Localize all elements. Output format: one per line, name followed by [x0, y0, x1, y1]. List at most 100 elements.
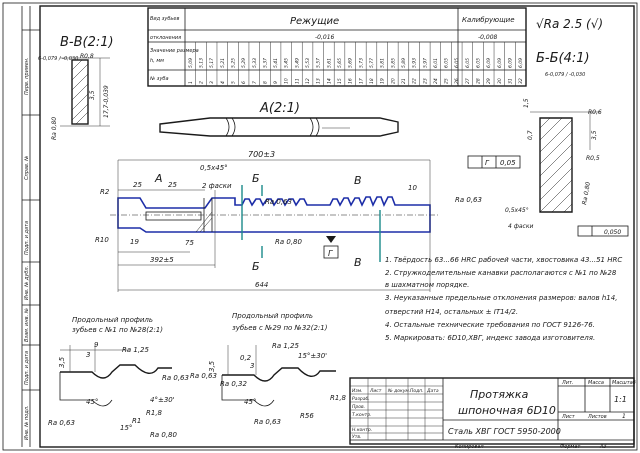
p1-15: 15° [120, 424, 132, 432]
tb-izm: Изм. [352, 388, 363, 394]
p1-4d: 4°±30' [150, 396, 175, 404]
tooth-number: 1 [188, 81, 194, 84]
view-a [159, 117, 399, 137]
table-row2-label: Значение размера [150, 48, 199, 54]
tb-prov: Пров. [352, 404, 365, 410]
p2-ra125: Ra 1,25 [272, 342, 300, 350]
p1-ra063b: Ra 0,63 [48, 419, 75, 427]
tooth-number: 17 [358, 78, 364, 84]
tooth-number: 26 [454, 78, 460, 84]
tooth-number: 13 [316, 78, 322, 84]
tb-nkontr: Н.контр. [352, 427, 372, 433]
tooth-value: 5,77 [369, 58, 375, 68]
tooth-value: 5,09 [188, 58, 194, 68]
tol-005: 0,05 [500, 159, 516, 167]
tooth-table: Вид зубьев Режущие Калибрующие отклонени… [147, 7, 527, 87]
bb-r08: R0,8 [80, 53, 94, 60]
tooth-value: 5,29 [241, 58, 247, 68]
p2-d02: 0,2 [240, 354, 252, 362]
tooth-number: 15 [337, 78, 343, 84]
label-v1: В [354, 174, 362, 187]
dim-25a: 25 [133, 181, 142, 189]
tooth-value: 5,53 [305, 58, 311, 68]
p2-ra063: Ra 0,63 [190, 372, 217, 380]
p1-ra125: Ra 1,25 [122, 346, 150, 354]
profile1 [59, 345, 172, 407]
tolerance-frame-050: 0,050 [577, 225, 629, 237]
side-label-7: Инв. № подл. [24, 406, 30, 441]
tol-g: Г [485, 159, 490, 167]
tooth-value: 6,09 [508, 58, 514, 68]
note-1: 1. Твёрдость 63...66 HRC рабочей части, … [385, 256, 622, 264]
p2-r18: R1,8 [330, 394, 347, 402]
tb-date: Дата [426, 388, 439, 394]
p1-d35: 3,5 [58, 356, 66, 368]
tooth-value: 5,33 [252, 58, 258, 68]
b-ra080: Ra 0,80 [581, 181, 592, 205]
p2-d35: 3,5 [208, 360, 216, 372]
tooth-value: 5,65 [337, 58, 343, 68]
tooth-value: 5,61 [326, 58, 332, 68]
tooth-value: 6,09 [518, 58, 524, 68]
tooth-value: 5,49 [294, 58, 300, 68]
tooth-number: 9 [273, 81, 279, 84]
tooth-number: 7 [252, 81, 258, 84]
dim-25b: 25 [168, 181, 177, 189]
tooth-number: 5 [230, 81, 236, 84]
tooth-number: 28 [476, 78, 482, 84]
title-block [349, 377, 635, 445]
tooth-number: 18 [369, 78, 375, 84]
dim-r10: R10 [95, 236, 109, 244]
tooth-number: 32 [518, 78, 524, 84]
side-label-4: Инв. № дубл. [24, 266, 30, 300]
tooth-value: 5,93 [412, 58, 418, 68]
tooth-number: 27 [465, 78, 471, 84]
tooth-number: 12 [305, 78, 311, 84]
dim-10: 10 [408, 184, 417, 192]
tooth-value: 6,05 [465, 58, 471, 68]
side-label-6: Подп. и дата [24, 351, 30, 385]
section-b-title: Б-Б(4:1) [536, 51, 590, 66]
tooth-number: 16 [348, 78, 354, 84]
b-d07: 0,7 [527, 130, 534, 140]
note-4: 4. Остальные технические требования по Г… [385, 321, 595, 329]
p1-d9: 9 [94, 341, 99, 349]
bb-d178: 17,7-0,039 [103, 85, 110, 118]
tooth-number: 25 [444, 78, 450, 84]
p1-45: 45° [86, 398, 98, 406]
tooth-number: 24 [433, 78, 439, 84]
p2-ra063b: Ra 0,63 [254, 418, 281, 426]
b-chamfer-note: 4 фаски [508, 223, 533, 230]
tol-050: 0,050 [604, 229, 621, 236]
tooth-number: 6 [241, 81, 247, 84]
note-3b: отверстий H14, остальных ± IT14/2. [385, 308, 518, 316]
side-label-5: Взам. инв. № [24, 308, 30, 342]
dim-ra063b: Ra 0,63 [455, 196, 482, 204]
tooth-value: 6,05 [476, 58, 482, 68]
dim-total: 700±3 [248, 150, 275, 159]
tooth-value: 6,05 [454, 58, 460, 68]
tooth-number: 31 [508, 78, 514, 84]
drawing-frame [39, 5, 635, 448]
tooth-value: 5,45 [284, 58, 290, 68]
p2-15: 15°±30' [298, 352, 327, 360]
table-calib-head: Калибрующие [462, 16, 515, 24]
p1-r1: R1 [132, 417, 141, 425]
tb-utv: Утв. [352, 434, 361, 440]
tooth-value: 5,85 [390, 58, 396, 68]
tooth-value: 5,69 [348, 58, 354, 68]
note-3: 3. Неуказанные предельные отклонения раз… [385, 294, 617, 302]
tooth-number: 14 [326, 78, 332, 84]
tb-name1: Протяжка [470, 388, 529, 401]
table-row1-cut: -0,016 [315, 34, 335, 41]
main-dimensions [117, 159, 431, 292]
tooth-value: 5,81 [380, 58, 386, 68]
tb-mass: Масса [588, 380, 604, 386]
datum-g-label: Г [328, 249, 333, 258]
table-cut-head: Режущие [290, 16, 339, 27]
tooth-value: 5,41 [273, 58, 279, 68]
tooth-value: 5,13 [198, 58, 204, 68]
tooth-number: 22 [412, 78, 418, 84]
section-b [530, 111, 600, 213]
b-d35: 3,5 [591, 130, 598, 140]
